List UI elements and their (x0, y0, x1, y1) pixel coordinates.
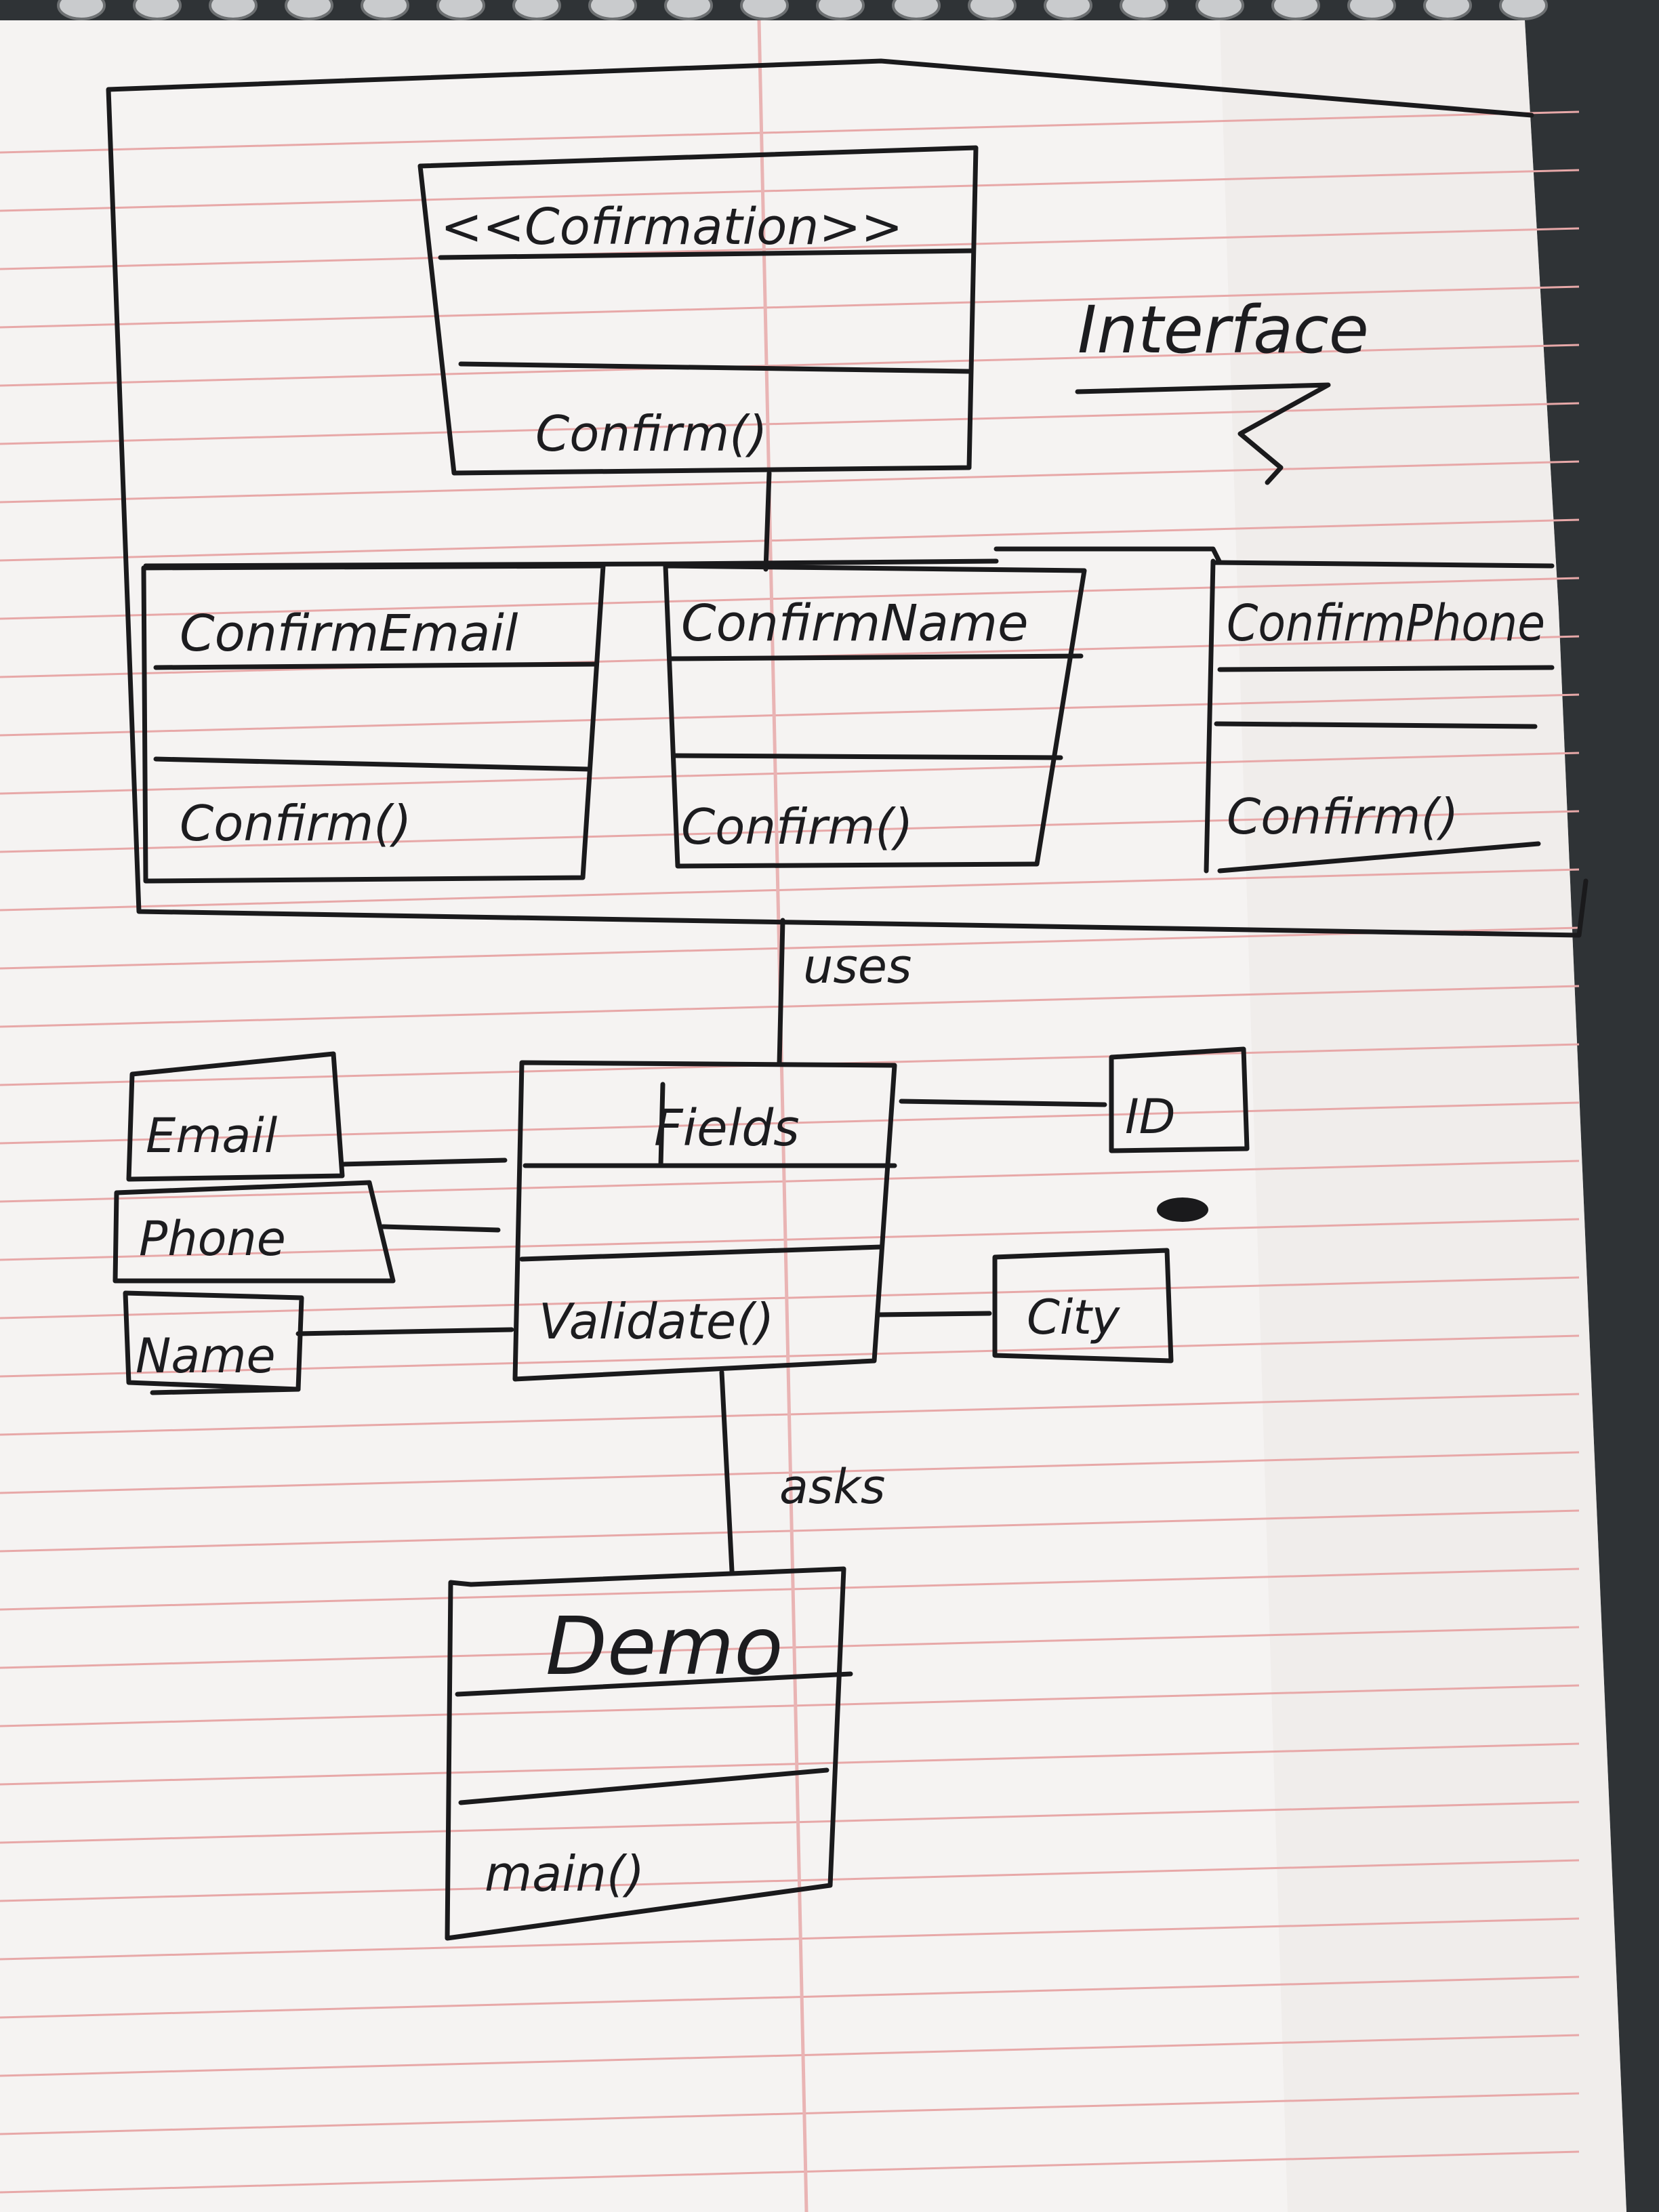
spiral-ring (133, 0, 182, 20)
name-field-label: Name (136, 1328, 276, 1384)
ruled-line (0, 1568, 1580, 1611)
phone-link (380, 1224, 501, 1233)
fields-class: Fields Validate() (512, 1060, 897, 1382)
ruled-line (0, 752, 1580, 795)
city-link (875, 1311, 992, 1317)
margin-line (757, 20, 808, 2212)
confirmation-interface-box: <<Cofirmation>> Confirm() (417, 145, 979, 476)
email-field-box: Email (126, 1051, 345, 1182)
uses-label: uses (803, 939, 912, 994)
confirm-email-name: ConfirmEmail (180, 605, 518, 663)
spiral-ring (57, 0, 106, 20)
ruled-line (0, 1801, 1580, 1844)
id-link (899, 1099, 1107, 1107)
name-link (295, 1327, 514, 1336)
city-field-label: City (1027, 1290, 1121, 1345)
interface-note-arrow (1075, 382, 1331, 485)
demo-operation: main() (485, 1845, 644, 1902)
spiral-ring (740, 0, 789, 20)
interface-note: Interface (1078, 292, 1369, 368)
phone-field-box: Phone (112, 1180, 396, 1284)
spiral-ring (512, 0, 561, 20)
ruled-line (0, 1742, 1580, 1786)
ruled-line (0, 693, 1580, 737)
interface-operation: Confirm() (535, 405, 767, 462)
ruled-line (0, 2092, 1580, 2135)
ruled-line (0, 1276, 1580, 1319)
confirm-name-class: ConfirmName Confirm() (663, 563, 1087, 869)
spiral-ring (1499, 0, 1548, 20)
confirm-email-class: ConfirmEmail Confirm() (141, 563, 606, 884)
asks-connector (719, 1370, 735, 1574)
ruled-line (0, 227, 1580, 270)
spiral-ring (436, 0, 485, 20)
id-field-box: ID (1109, 1046, 1250, 1153)
ruled-line (0, 1975, 1580, 2019)
spiral-ring (892, 0, 941, 20)
ruled-line (0, 2150, 1580, 2194)
confirm-phone-class: ConfirmPhone Confirm() (1204, 558, 1555, 874)
demo-class: Demo main() (445, 1566, 853, 1941)
ruled-line (0, 1917, 1580, 1961)
phone-field-label: Phone (139, 1211, 286, 1267)
spiral-ring (1423, 0, 1472, 20)
interface-package-outline (106, 58, 1589, 938)
spiral-binding (57, 0, 1548, 20)
spiral-ring (1347, 0, 1396, 20)
ruled-line (0, 810, 1580, 853)
spiral-ring (816, 0, 865, 20)
uses-connector (777, 918, 785, 1067)
spiral-ring (285, 0, 333, 20)
confirm-email-operation: Confirm() (180, 795, 411, 852)
id-field-label: ID (1125, 1089, 1176, 1145)
interface-stereotype: <<Cofirmation>> (441, 198, 903, 256)
name-field-box: Name (123, 1290, 304, 1395)
email-link (340, 1158, 508, 1167)
fields-name: Fields (654, 1099, 800, 1158)
ruled-line (0, 1509, 1580, 1553)
ruled-line (0, 1859, 1580, 1902)
confirm-name-name: ConfirmName (681, 594, 1028, 653)
ruled-line (0, 285, 1580, 329)
spiral-ring (1195, 0, 1244, 20)
ruled-line (0, 1160, 1580, 1203)
email-field-label: Email (146, 1108, 278, 1164)
ruled-line (0, 926, 1580, 970)
ruled-line (0, 1626, 1580, 1669)
ruled-line (0, 344, 1580, 387)
spiral-ring (664, 0, 713, 20)
ruled-line (0, 577, 1580, 620)
ruled-line (0, 402, 1580, 445)
spiral-ring (1120, 0, 1168, 20)
ruled-line (0, 1684, 1580, 1727)
ruled-line (0, 460, 1580, 504)
spiral-ring (588, 0, 637, 20)
ruled-line (0, 1101, 1580, 1145)
ruled-line (0, 985, 1580, 1028)
fields-operation: Validate() (539, 1293, 774, 1350)
demo-name: Demo (546, 1599, 783, 1693)
spiral-ring (361, 0, 409, 20)
ruled-line (0, 169, 1580, 212)
ruled-line (0, 868, 1580, 912)
spiral-ring (209, 0, 258, 20)
confirm-phone-name: ConfirmPhone (1227, 594, 1545, 653)
ruled-line (0, 518, 1580, 562)
spiral-ring (1044, 0, 1092, 20)
ink-smudge (1157, 1197, 1208, 1222)
city-field-box: City (992, 1248, 1174, 1364)
ruled-line (0, 110, 1580, 154)
confirm-name-operation: Confirm() (681, 798, 913, 855)
ruled-line (0, 1218, 1580, 1261)
asks-label: asks (779, 1459, 885, 1515)
ruled-line (0, 2034, 1580, 2077)
confirm-phone-operation: Confirm() (1227, 788, 1458, 845)
spiral-ring (1271, 0, 1320, 20)
spiral-ring (968, 0, 1017, 20)
